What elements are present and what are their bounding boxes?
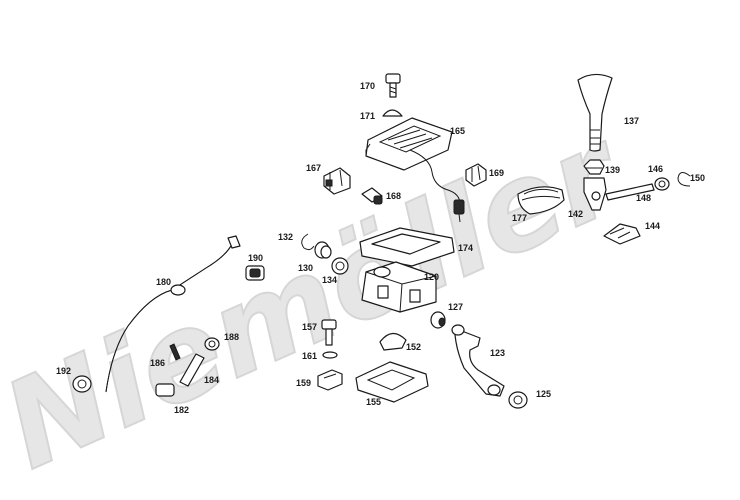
label-171: 171 [360,111,375,121]
label-182: 182 [174,405,189,415]
label-167: 167 [306,163,321,173]
part-186-pin [169,343,181,361]
label-157: 157 [302,322,317,332]
part-161-washer [322,351,338,359]
label-168: 168 [386,191,401,201]
part-137-gear-knob [577,73,613,152]
watermark-text: Niemöller [0,101,645,496]
label-152: 152 [406,342,421,352]
label-192: 192 [56,366,71,376]
part-142-lever-base [583,177,607,211]
part-170-bolt [385,73,401,98]
label-188: 188 [224,332,239,342]
part-146-bushing [654,177,670,191]
label-180: 180 [156,277,171,287]
part-180-rod [105,235,241,393]
part-169-connector [465,163,487,187]
part-168-plug [361,187,383,205]
part-192-cap [72,375,92,393]
part-134-sleeve [331,257,349,275]
part-125-cap [508,391,528,409]
label-177: 177 [512,213,527,223]
label-155: 155 [366,397,381,407]
label-161: 161 [302,351,317,361]
label-123: 123 [490,348,505,358]
part-184-sleeve [179,353,205,387]
label-139: 139 [605,165,620,175]
label-150: 150 [690,173,705,183]
part-174-frame [359,227,455,267]
label-165: 165 [450,126,465,136]
label-159: 159 [296,378,311,388]
part-165-housing [365,117,453,171]
label-170: 170 [360,81,375,91]
part-123-lever-arm [451,324,505,397]
label-132: 132 [278,232,293,242]
part-167-switch [323,167,351,195]
part-188-bushing [204,337,220,351]
part-165-cable [409,149,465,223]
label-125: 125 [536,389,551,399]
part-labels: 170 171 165 137 167 169 168 139 146 150 … [56,81,705,415]
part-120-shifter-base [361,261,437,313]
label-127: 127 [448,302,463,312]
part-130-bushing [314,241,332,259]
part-157-bolt [321,319,337,346]
part-127-bushing [430,311,446,329]
label-169: 169 [489,168,504,178]
part-144-bracket [603,223,641,245]
label-137: 137 [624,116,639,126]
part-171-washer [382,109,403,117]
label-142: 142 [568,209,583,219]
label-134: 134 [322,275,337,285]
label-186: 186 [150,358,165,368]
label-190: 190 [248,253,263,263]
part-132-circlip [301,233,315,251]
part-155-gasket [355,361,429,403]
label-144: 144 [645,221,660,231]
part-148-pin [605,183,655,201]
label-130: 130 [298,263,313,273]
part-177-boot [517,186,565,215]
part-182-bushing [155,383,175,397]
part-139-nut [583,159,605,175]
label-184: 184 [204,375,219,385]
watermark: Niemöller [0,100,646,497]
part-150-clip [677,172,691,187]
part-152-shell [379,332,407,351]
label-148: 148 [636,193,651,203]
label-120: 120 [424,272,439,282]
label-174: 174 [458,243,473,253]
part-159-bracket [317,369,343,391]
label-146: 146 [648,164,663,174]
part-190-pad [245,265,265,281]
